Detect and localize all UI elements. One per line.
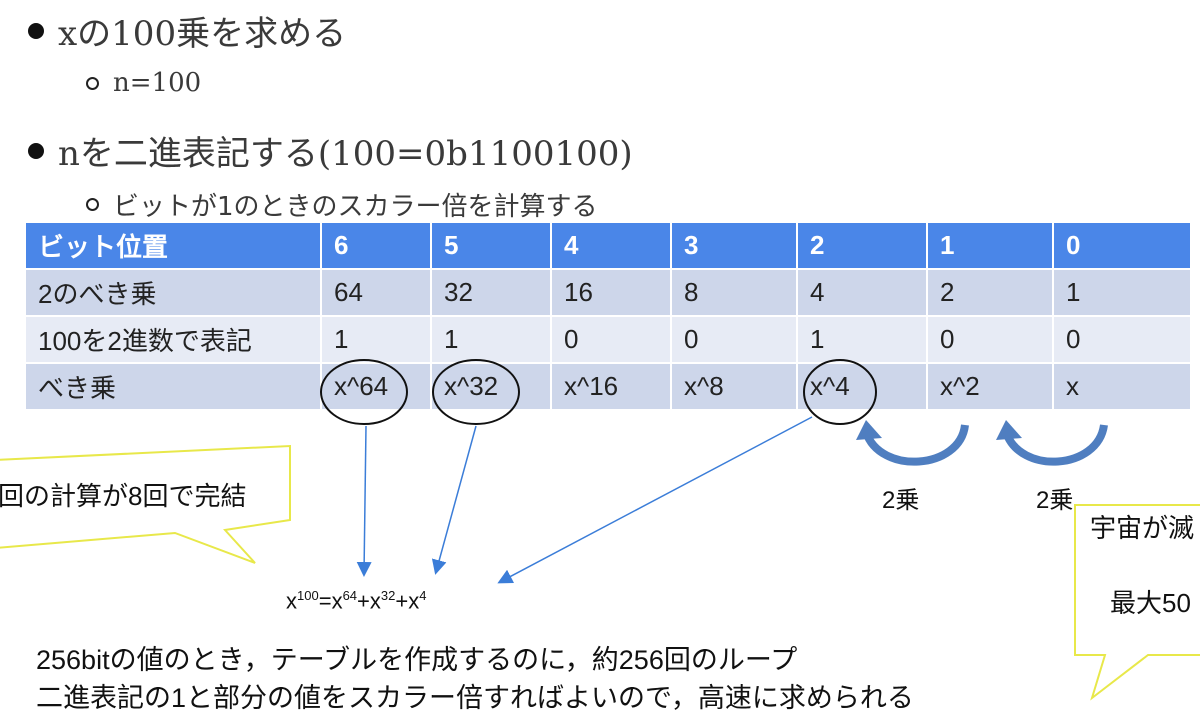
formula-term: x <box>331 588 343 614</box>
formula-exp: 4 <box>419 588 427 603</box>
arrow-line <box>356 425 372 577</box>
table-cell: 0 <box>552 317 670 362</box>
right-callout-shape <box>1074 504 1200 701</box>
table-header: 6 <box>322 223 430 268</box>
curved-arrow-icon <box>862 424 969 466</box>
bottom-line-2: 二進表記の1と部分の値をスカラー倍すればよいので，高速に求められる <box>36 683 914 713</box>
table-cell: x <box>1054 364 1190 409</box>
table-cell: 32 <box>432 270 550 315</box>
highlight-circle <box>803 359 877 425</box>
formula-term: x <box>369 588 381 614</box>
table-header: 2 <box>798 223 926 268</box>
table-row: 100を2進数で表記 1 1 0 0 1 0 0 <box>26 317 1190 362</box>
sub-bullet-2: ビットが1のときのスカラー倍を計算する <box>86 186 598 223</box>
table-header: 0 <box>1054 223 1190 268</box>
table-row: 2のべき乗 64 32 16 8 4 2 1 <box>26 270 1190 315</box>
table-cell: 100を2進数で表記 <box>26 317 320 362</box>
highlight-circle <box>432 359 520 425</box>
bullet-2-text: nを二進表記する(100=0b1100100) <box>58 134 633 174</box>
right-callout-line-2: 最大50 <box>1110 588 1191 618</box>
sub-bullet-1: n=100 <box>86 68 201 98</box>
table-cell: 8 <box>672 270 796 315</box>
table-cell: x^2 <box>928 364 1052 409</box>
sub-bullet-2-text: ビットが1のときのスカラー倍を計算する <box>113 192 598 222</box>
table-cell: 1 <box>432 317 550 362</box>
table-header-row: ビット位置 6 5 4 3 2 1 0 <box>26 223 1190 268</box>
table-cell: 0 <box>1054 317 1190 362</box>
table-cell: x^8 <box>672 364 796 409</box>
table-cell: 16 <box>552 270 670 315</box>
table-cell: x^4 <box>798 364 926 409</box>
bullet-dot <box>28 22 44 39</box>
formula-exp: 100 <box>297 588 319 603</box>
bit-table: ビット位置 6 5 4 3 2 1 0 2のべき乗 64 32 16 8 4 2… <box>24 221 1192 411</box>
table-cell: 64 <box>322 270 430 315</box>
table-cell: 2 <box>928 270 1052 315</box>
right-callout-line-1: 宇宙が滅 <box>1090 513 1195 543</box>
curved-arrow-icon <box>996 420 1022 440</box>
curved-arrow-icon <box>856 420 882 440</box>
sub-bullet-1-text: n=100 <box>113 68 202 98</box>
sub-bullet-ring <box>86 198 99 211</box>
formula-plus: + <box>357 588 370 614</box>
table-cell: 1 <box>322 317 430 362</box>
power-formula: x100=x64+x32+x4 <box>286 588 426 614</box>
table-cell: 1 <box>798 317 926 362</box>
table-cell: x^32 <box>432 364 550 409</box>
table-row: べき乗 x^64 x^32 x^16 x^8 x^4 x^2 x <box>26 364 1190 409</box>
table-header: 3 <box>672 223 796 268</box>
table-cell: x^64 <box>322 364 430 409</box>
arrow-line <box>497 416 813 584</box>
left-callout-shape <box>0 444 291 564</box>
bottom-line-1: 256bitの値のとき，テーブルを作成するのに，約256回のループ <box>36 645 798 675</box>
bullet-1: xの100乗を求める <box>28 6 346 55</box>
bullet-2: nを二進表記する(100=0b1100100) <box>28 126 633 175</box>
bullet-1-text: xの100乗を求める <box>58 14 347 54</box>
arrow-line <box>431 425 477 575</box>
table-header: ビット位置 <box>26 223 320 268</box>
table-cell: 0 <box>928 317 1052 362</box>
table-cell: x^16 <box>552 364 670 409</box>
formula-plus: + <box>395 588 409 614</box>
left-callout-text: 回の計算が8回で完結 <box>0 481 247 511</box>
table-header: 4 <box>552 223 670 268</box>
table-cell: べき乗 <box>26 364 320 409</box>
curved-arrow-icon <box>1002 424 1108 466</box>
formula-term: x <box>408 588 420 614</box>
highlight-circle <box>320 359 408 425</box>
table-cell: 4 <box>798 270 926 315</box>
bullet-dot <box>28 142 44 159</box>
table-header: 1 <box>928 223 1052 268</box>
formula-exp: 32 <box>380 588 396 603</box>
table-cell: 0 <box>672 317 796 362</box>
formula-base: x <box>286 588 297 614</box>
table-cell: 2のべき乗 <box>26 270 320 315</box>
table-header: 5 <box>432 223 550 268</box>
sub-bullet-ring <box>86 76 99 90</box>
square-label: 2乗 <box>882 487 920 514</box>
table-cell: 1 <box>1054 270 1190 315</box>
square-label: 2乗 <box>1036 487 1074 514</box>
formula-exp: 64 <box>342 588 358 603</box>
formula-eq: = <box>318 588 332 614</box>
